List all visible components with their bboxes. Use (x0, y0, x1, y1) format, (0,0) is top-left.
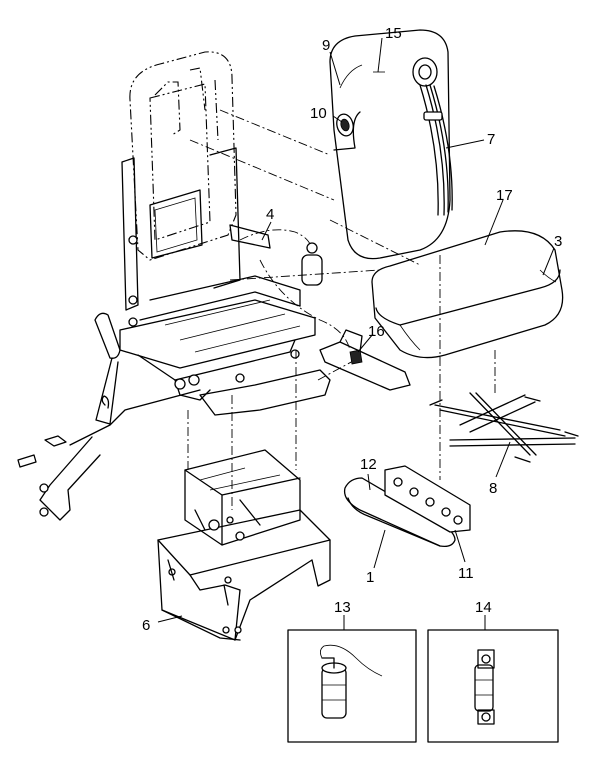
assembly-centerlines (187, 109, 496, 510)
callout-6: 6 (142, 617, 150, 634)
callout-12: 12 (360, 456, 377, 473)
callout-labels: 9 15 10 7 17 3 4 16 8 12 11 1 6 13 14 (142, 25, 562, 634)
leader-lines (157, 37, 555, 630)
air-line-with-canister (229, 224, 351, 351)
callout-3: 3 (554, 233, 562, 250)
callout-11: 11 (458, 565, 474, 582)
callout-14: 14 (475, 599, 492, 616)
callout-17: 17 (496, 187, 513, 204)
callout-13: 13 (334, 599, 351, 616)
callout-9: 9 (322, 37, 330, 54)
front-bolster (343, 465, 471, 548)
control-linkage-16 (319, 329, 411, 391)
inset-14 (427, 629, 559, 743)
seat-base-riser (157, 449, 331, 641)
seat-cushion (371, 230, 564, 359)
armrest-assembly (17, 312, 201, 521)
callout-10: 10 (310, 105, 327, 122)
callout-7: 7 (487, 131, 495, 148)
seat-suspension-frame (429, 392, 579, 463)
callout-16: 16 (368, 323, 385, 340)
callout-8: 8 (489, 480, 497, 497)
callout-4: 4 (266, 206, 274, 223)
callout-15: 15 (385, 25, 402, 42)
callout-1: 1 (366, 569, 374, 586)
seat-frame-phantom (119, 51, 331, 416)
seat-back-cushion (329, 29, 453, 260)
inset-13 (287, 629, 417, 743)
